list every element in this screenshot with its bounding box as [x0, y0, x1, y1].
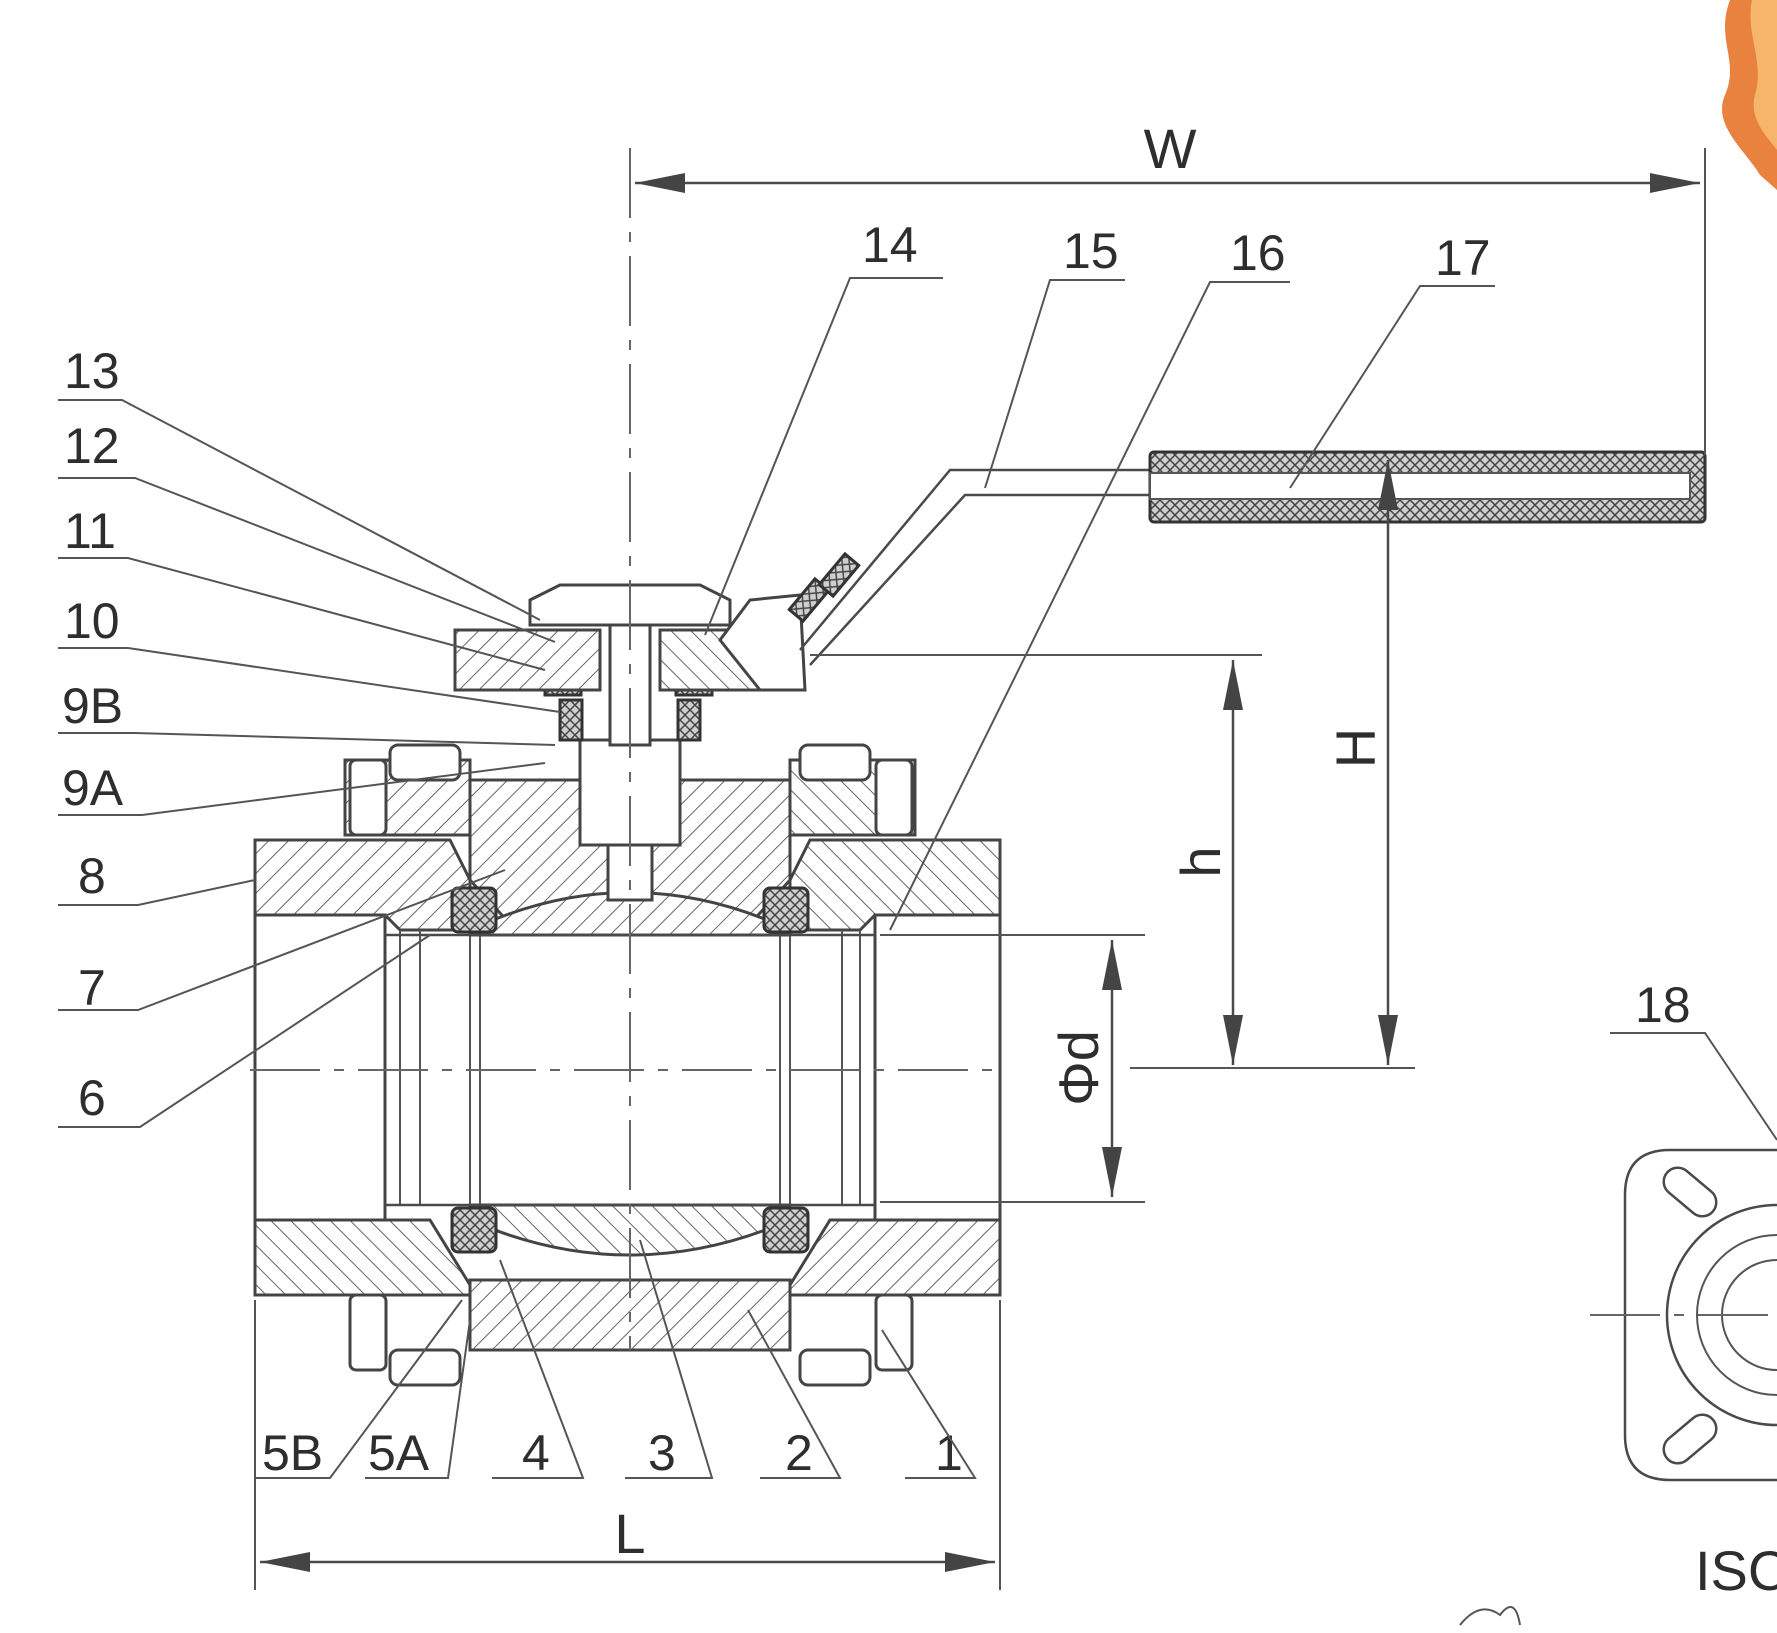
partial-iso-label: ISC	[1695, 1539, 1777, 1602]
label-5a: 5A	[368, 1425, 430, 1481]
label-7: 7	[78, 960, 106, 1016]
dim-bore-label: Φd	[1047, 1030, 1110, 1106]
label-15: 15	[1063, 223, 1119, 279]
label-10: 10	[64, 593, 120, 649]
callouts-bottom: 5B 5A 4 3 2 1	[255, 1239, 977, 1481]
dimension-h-upper: H	[1324, 460, 1398, 1065]
label-3: 3	[648, 1425, 676, 1481]
dimension-l: L	[254, 1300, 1001, 1590]
label-12: 12	[64, 418, 120, 474]
dim-l-label: L	[614, 1502, 645, 1565]
label-4: 4	[522, 1425, 550, 1481]
label-9b: 9B	[62, 678, 123, 734]
dim-h-lower-label: h	[1169, 846, 1232, 877]
label-14: 14	[862, 217, 918, 273]
callouts-top: 14 15 16 17	[704, 217, 1495, 931]
dimension-h-lower: h	[810, 654, 1262, 1065]
label-9a: 9A	[62, 760, 124, 816]
label-8: 8	[78, 848, 106, 904]
label-18: 18	[1635, 977, 1691, 1033]
dim-h-upper-label: H	[1324, 728, 1387, 768]
label-16: 16	[1230, 225, 1286, 281]
label-5b: 5B	[262, 1425, 323, 1481]
lever-handle	[787, 450, 1707, 666]
label-2: 2	[785, 1425, 813, 1481]
dim-w-label: W	[1144, 117, 1197, 180]
label-11: 11	[64, 503, 116, 559]
scribble-mark	[1459, 1606, 1521, 1626]
label-13: 13	[64, 343, 120, 399]
dimension-bore: Φd	[880, 934, 1415, 1203]
top-flange-view: 18 ISC	[1590, 977, 1777, 1602]
label-6: 6	[78, 1070, 106, 1126]
dimension-w: W	[635, 117, 1706, 455]
valve-body	[253, 583, 1002, 1387]
callouts-left: 13 12 11 10 9B 9A 8 7 6	[58, 343, 561, 1128]
label-17: 17	[1435, 230, 1491, 286]
